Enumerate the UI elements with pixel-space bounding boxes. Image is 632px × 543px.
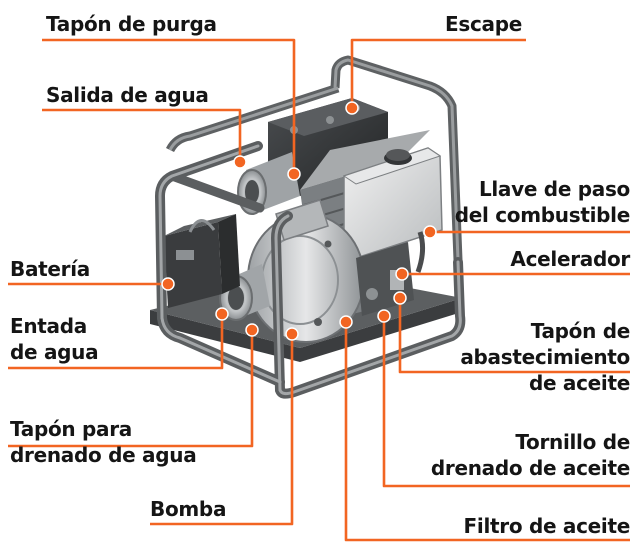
label-tapon-purga: Tapón de purga [46, 11, 217, 37]
callout-filtro-aceite [344, 322, 630, 542]
callout-tapon-drenado [8, 330, 254, 448]
label-salida-agua-line-1: Salida de agua [46, 83, 209, 107]
callout-tornillo-drenado [382, 316, 630, 488]
battery [164, 214, 240, 308]
label-entrada-agua-line-2: de agua [10, 340, 99, 364]
fuel-hose [415, 231, 426, 273]
dot-llave-paso [423, 225, 437, 239]
dot-bateria [161, 277, 175, 291]
frame-front [155, 141, 466, 399]
callout-salida-agua [42, 108, 242, 160]
dot-tapon-drenado [245, 323, 259, 337]
dot-filtro-aceite [339, 315, 353, 329]
frame-back-highlight [168, 58, 460, 261]
dot-acelerador [395, 267, 409, 281]
label-salida-agua: Salida de agua [46, 82, 209, 108]
label-entrada-agua: Entada de agua [10, 313, 99, 365]
dot-tapon-purga [287, 167, 301, 181]
callout-bomba [150, 334, 294, 526]
label-llave-paso-line-1: Llave de paso [478, 177, 630, 201]
label-tapon-drenado: Tapón para drenado de agua [10, 416, 197, 468]
callout-dots [161, 101, 437, 341]
dot-bomba [285, 327, 299, 341]
label-entrada-agua-line-1: Entada [10, 314, 87, 338]
callout-entrada-agua [8, 314, 224, 370]
label-bomba: Bomba [150, 496, 226, 522]
dot-salida-agua [233, 155, 247, 169]
label-llave-paso-line-2: del combustible [454, 203, 631, 227]
label-tapon-drenado-line-1: Tapón para [10, 417, 132, 441]
dot-tornillo-drenado [377, 309, 391, 323]
label-tornillo-drenado: Tornillo de drenado de aceite [431, 429, 630, 481]
label-escape: Escape [445, 11, 522, 37]
label-acelerador: Acelerador [510, 246, 630, 272]
label-tapon-abastecimiento-line-1: Tapón de [530, 319, 631, 343]
label-tornillo-drenado-line-2: drenado de aceite [430, 456, 630, 480]
label-acelerador-line-1: Acelerador [510, 247, 630, 271]
label-bateria: Batería [10, 256, 90, 282]
label-tapon-abastecimiento-line-3: de aceite [528, 371, 630, 395]
callout-tapon-abastecimiento [398, 298, 630, 374]
callout-lines [8, 38, 630, 542]
label-tornillo-drenado-line-1: Tornillo de [515, 430, 630, 454]
label-tapon-abastecimiento: Tapón de abastecimiento de aceite [460, 318, 630, 396]
dot-escape [345, 101, 359, 115]
label-filtro-aceite: Filtro de aceite [463, 513, 631, 539]
label-filtro-aceite-line-1: Filtro de aceite [463, 514, 631, 538]
label-tapon-drenado-line-2: drenado de agua [10, 443, 197, 467]
label-bateria-line-1: Batería [10, 257, 90, 281]
callout-escape [350, 38, 526, 108]
dot-entrada-agua [215, 307, 229, 321]
label-tapon-abastecimiento-line-2: abastecimiento [460, 345, 630, 369]
label-llave-paso: Llave de paso del combustible [454, 176, 631, 228]
label-tapon-purga-line-1: Tapón de purga [46, 12, 217, 36]
dot-tapon-abastecimiento [393, 291, 407, 305]
callout-tapon-purga [42, 38, 296, 172]
label-escape-line-1: Escape [445, 12, 522, 36]
label-bomba-line-1: Bomba [150, 497, 227, 521]
